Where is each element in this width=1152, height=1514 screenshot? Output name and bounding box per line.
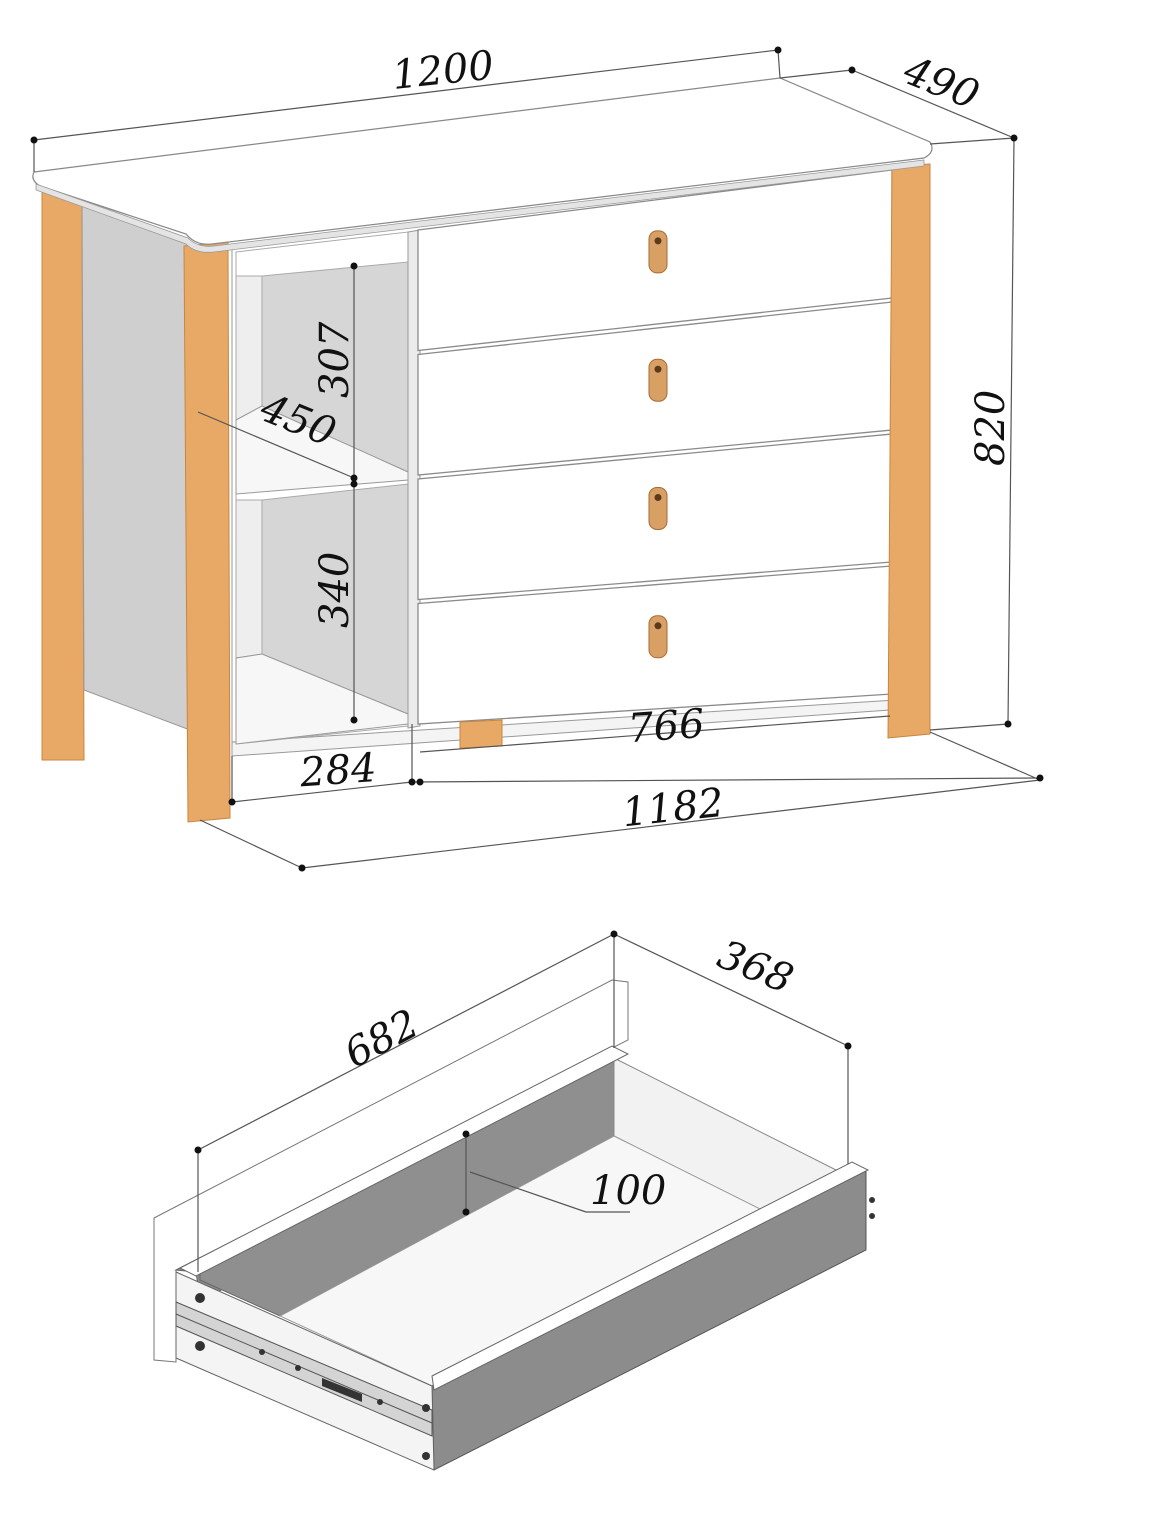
dim-total-width: 1200 [390,42,496,98]
dim-drawer-section-width: 766 [627,701,706,752]
divider-front [407,229,421,729]
dim-depth: 490 [896,47,985,119]
leather-handle-icon[interactable] [648,615,668,659]
handle-screw-icon [654,494,662,502]
screw-icon [295,1365,301,1371]
drawer-runner-line [175,1313,433,1424]
screw-icon [195,1293,205,1303]
drawer-dimension-lines [194,930,852,1272]
screw-icon [869,1197,875,1203]
leather-handle-icon[interactable] [648,487,668,531]
shelf-inner-wall-lower [235,499,263,659]
dim-height: 820 [968,390,1014,466]
drawer-fronts [417,169,893,725]
drawer-left-top-edge [178,1045,630,1277]
shelf-inner-wall-upper [235,275,263,421]
drawer-illustration [153,979,875,1471]
handle-screw-icon [654,622,662,630]
handle-screw-icon [654,237,662,245]
dresser-top [32,77,933,245]
screw-icon [195,1341,205,1351]
dresser-illustration [32,77,933,823]
dresser-top-edge [35,159,925,253]
drawer-right-top-edge [431,1161,870,1391]
back-left-leg [41,184,85,761]
left-side-panel [81,199,191,731]
screw-icon [422,1452,430,1460]
leather-handle-icon[interactable] [648,358,668,402]
screw-icon [869,1213,875,1219]
dim-inner-width: 1182 [620,780,726,836]
dresser-dimension-lines [30,46,1044,872]
handle-screw-icon [654,365,662,373]
dim-drawer-width: 368 [711,932,799,1003]
screw-icon [422,1404,430,1412]
dim-drawer-length: 682 [337,1001,426,1077]
screw-icon [259,1349,265,1355]
front-left-leg [183,241,231,823]
drawer-runner-latch [322,1378,362,1402]
dim-shelf-width: 284 [298,745,378,796]
center-foot [459,719,503,749]
screw-icon [377,1399,383,1405]
leather-handle-icon[interactable] [648,230,668,274]
dim-shelf-lower-height: 340 [312,552,358,628]
front-right-leg [887,163,931,739]
dim-shelf-upper-height: 307 [312,321,358,398]
dim-drawer-height: 100 [590,1168,666,1214]
